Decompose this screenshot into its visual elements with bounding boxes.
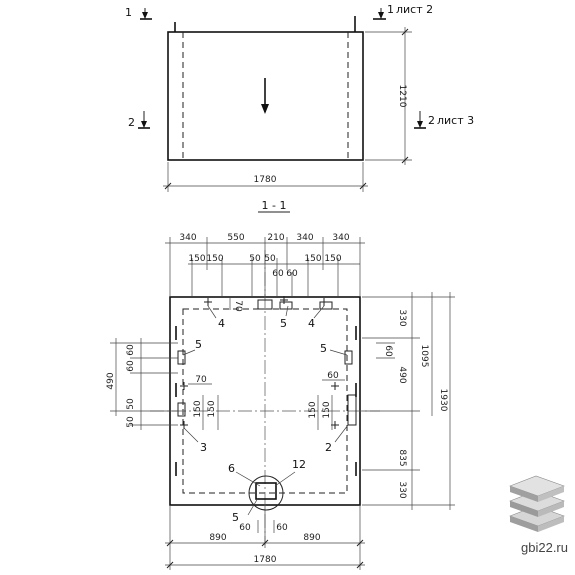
inner-dim: 150 xyxy=(193,400,203,417)
right-dim: 490 xyxy=(397,366,407,383)
right-dim: 330 xyxy=(397,309,407,326)
slope-arrow-head xyxy=(261,104,269,114)
left-dim: 60 xyxy=(126,360,136,372)
plan-view: 1 1 лист 2 2 2 лист 3 xyxy=(125,3,474,192)
top-dim: 340 xyxy=(179,233,196,243)
left-dim: 50 xyxy=(126,398,136,410)
top-sub-dimensions: 150 150 50 50 60 60 150 150 xyxy=(188,254,360,297)
callout-label: 12 xyxy=(292,458,306,471)
top-dim: 550 xyxy=(227,233,244,243)
detail-circle xyxy=(248,475,284,511)
right-dim: 835 xyxy=(397,449,407,466)
top-dim: 210 xyxy=(267,233,284,243)
sub-dim: 50 xyxy=(249,254,261,264)
callouts: 4 4 5 5 5 5 3 2 6 12 xyxy=(182,305,349,524)
top-dim: 340 xyxy=(332,233,349,243)
sub-dim: 150 xyxy=(188,254,205,264)
sub-dim: 150 xyxy=(324,254,341,264)
top-opening xyxy=(257,299,273,310)
plan-width-dimension: 1780 xyxy=(163,162,368,192)
section-mark-2-left: 2 xyxy=(128,111,150,129)
callout-label: 3 xyxy=(200,441,207,454)
callout-label: 5 xyxy=(232,511,239,524)
plan-height-dimension: 1210 xyxy=(365,27,412,165)
inner-dim: 150 xyxy=(322,401,332,418)
section-mark-2-right: 2 лист 3 xyxy=(414,111,474,129)
section-mark-label: 1 xyxy=(387,3,394,16)
wall-ticks xyxy=(175,326,357,476)
plan-width-label: 1780 xyxy=(254,175,277,185)
callout-label: 6 xyxy=(228,462,235,475)
section-mark-label: 1 xyxy=(125,6,132,19)
right-total-dim: 1095 xyxy=(419,345,429,368)
top-dim: 340 xyxy=(296,233,313,243)
left-dim: 490 xyxy=(106,372,116,389)
site-name: gbi22.ru xyxy=(521,540,568,555)
sub-dim: 60 xyxy=(272,269,284,279)
brand-logo: gbi22.ru xyxy=(509,475,568,555)
inner-dimensions: 70 70 150 150 60 150 150 60 xyxy=(188,296,395,430)
bottom-opening xyxy=(255,482,277,500)
sub-dim: 50 xyxy=(264,254,276,264)
callout-label: 4 xyxy=(308,317,315,330)
inner-dim: 70 xyxy=(233,300,243,312)
inner-dim: 60 xyxy=(327,371,339,381)
section-mark-1-left: 1 xyxy=(125,6,152,20)
sub-dim: 150 xyxy=(206,254,223,264)
bottom-sub-dim: 60 xyxy=(239,523,251,533)
top-opening xyxy=(319,301,333,310)
plan-outline xyxy=(167,31,364,161)
right-opening xyxy=(347,394,357,426)
inner-dim: 70 xyxy=(195,375,207,385)
left-dimension-chain: 60 60 490 50 50 xyxy=(106,338,178,430)
top-opening xyxy=(279,301,293,310)
inner-dim: 150 xyxy=(207,400,217,417)
left-opening xyxy=(177,402,186,417)
right-total-dim: 1930 xyxy=(438,389,448,412)
sheet-ref-3: лист 3 xyxy=(437,114,474,127)
top-dimension-chain: 340 550 210 340 340 xyxy=(165,233,365,297)
callout-label: 5 xyxy=(280,317,287,330)
left-dim: 60 xyxy=(126,344,136,356)
stacked-slabs-icon xyxy=(509,475,565,532)
right-dimension-chain: 330 490 835 330 1095 1930 xyxy=(362,292,455,510)
sheet-ref-2: лист 2 xyxy=(396,3,433,16)
section-mark-label: 2 xyxy=(428,114,435,127)
bottom-dim: 890 xyxy=(209,533,226,543)
callout-label: 2 xyxy=(325,441,332,454)
section-title: 1 - 1 xyxy=(258,199,290,213)
callout-label: 5 xyxy=(320,342,327,355)
right-opening xyxy=(344,350,353,365)
section-mark-1-right: 1 лист 2 xyxy=(373,3,433,20)
bottom-total-dim: 1780 xyxy=(254,555,277,565)
bottom-dim: 890 xyxy=(303,533,320,543)
left-dim: 50 xyxy=(126,416,136,428)
bottom-sub-dim: 60 xyxy=(276,523,288,533)
sub-dim: 60 xyxy=(286,269,298,279)
section-view: 340 550 210 340 340 150 150 50 50 60 60 … xyxy=(106,233,455,570)
section-mark-label: 2 xyxy=(128,116,135,129)
callout-label: 5 xyxy=(195,338,202,351)
plan-height-label: 1210 xyxy=(397,85,407,108)
section-title-text: 1 - 1 xyxy=(262,199,287,212)
sub-dim: 150 xyxy=(304,254,321,264)
bottom-dimension-chain: 60 60 890 890 1780 xyxy=(165,506,365,570)
right-dim: 330 xyxy=(397,481,407,498)
left-opening xyxy=(177,350,186,365)
callout-label: 4 xyxy=(218,317,225,330)
inner-dim: 60 xyxy=(383,345,393,357)
inner-dim: 150 xyxy=(308,401,318,418)
